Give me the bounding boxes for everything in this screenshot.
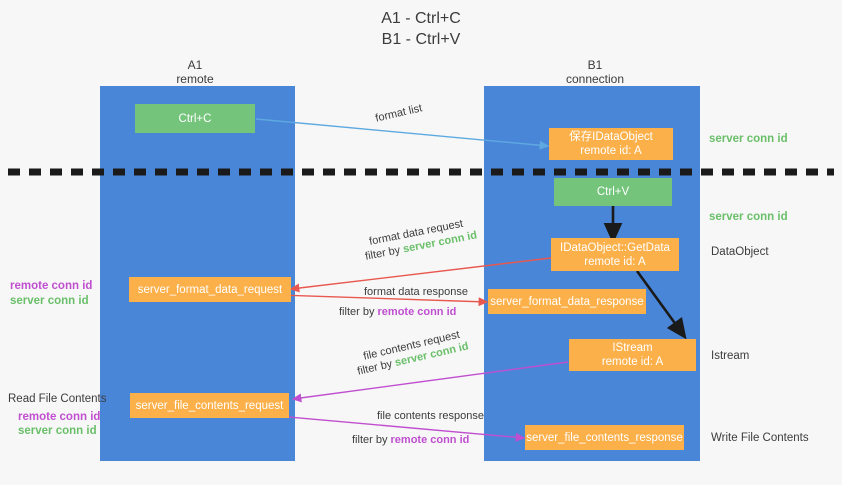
node-server-file-contents-response[interactable]: server_file_contents_response xyxy=(525,425,684,450)
filter-key-remote-conn-id: remote conn id xyxy=(390,434,470,446)
node-istream[interactable]: IStream remote id: A xyxy=(569,339,696,371)
filter-key-remote-conn-id: remote conn id xyxy=(377,306,457,318)
right-label-server-conn-id-top: server conn id xyxy=(709,133,788,145)
left-label-read-file-contents: Read File Contents xyxy=(8,393,107,405)
node-ctrl-c[interactable]: Ctrl+C xyxy=(135,104,255,133)
node-server-format-data-request[interactable]: server_format_data_request xyxy=(129,277,291,302)
column-header-b1: B1 connection xyxy=(565,58,625,86)
page-title: A1 - Ctrl+C B1 - Ctrl+V xyxy=(381,10,461,48)
node-server-file-contents-request[interactable]: server_file_contents_request xyxy=(130,393,289,418)
edge-label-file-contents-response: file contents response xyxy=(377,410,485,422)
left-label-remote-conn-id-upper: remote conn id xyxy=(10,280,93,292)
filter-prefix: filter by xyxy=(339,306,378,318)
left-label-server-conn-id-lower: server conn id xyxy=(18,425,97,437)
left-label-remote-conn-id-lower: remote conn id xyxy=(18,411,101,423)
node-ctrl-v[interactable]: Ctrl+V xyxy=(554,178,672,206)
right-label-istream: Istream xyxy=(711,350,750,362)
right-label-data-object: DataObject xyxy=(711,246,769,258)
column-header-a1: A1 remote xyxy=(176,58,214,86)
edge-label-format-data-response-filter: filter by remote conn id xyxy=(339,305,456,320)
edge-label-file-contents-response-filter: filter by remote conn id xyxy=(352,433,469,448)
filter-prefix: filter by xyxy=(356,357,397,378)
edge-label-format-data-response: format data response xyxy=(364,286,468,298)
right-label-server-conn-id-mid: server conn id xyxy=(709,211,788,223)
right-label-write-file-contents: Write File Contents xyxy=(711,432,809,444)
left-label-server-conn-id-upper: server conn id xyxy=(10,295,89,307)
node-idataobject-getdata[interactable]: IDataObject::GetData remote id: A xyxy=(551,238,679,271)
node-server-format-data-response[interactable]: server_format_data_response xyxy=(488,289,646,314)
edge-label-format-list: format list xyxy=(374,102,424,125)
node-store-idataobject[interactable]: 保存IDataObject remote id: A xyxy=(549,128,673,160)
filter-prefix: filter by xyxy=(352,434,391,446)
